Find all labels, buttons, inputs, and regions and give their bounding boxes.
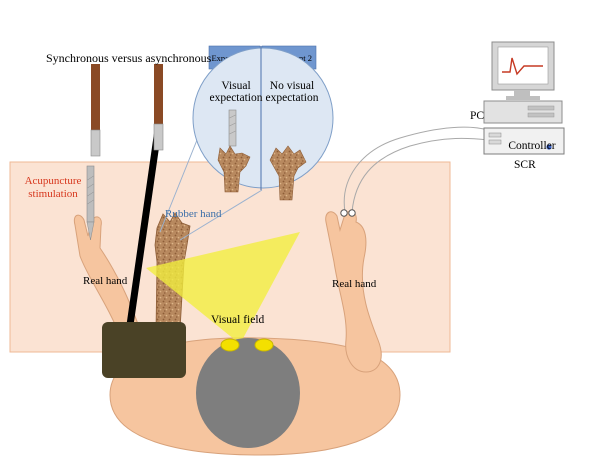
pc-tower bbox=[483, 100, 563, 124]
right-eye bbox=[254, 338, 274, 352]
scr-electrode-1 bbox=[340, 209, 348, 217]
controller-label: Controller bbox=[508, 140, 555, 152]
brush-pole bbox=[126, 129, 162, 326]
bubble-rubber-hand-2 bbox=[269, 145, 307, 201]
scr-label: SCR bbox=[514, 159, 536, 171]
left-eye bbox=[220, 338, 240, 352]
rubber-hand-label: Rubber hand bbox=[165, 208, 222, 220]
visual-field-label: Visual field bbox=[211, 314, 265, 326]
pc-monitor bbox=[491, 41, 555, 100]
sync-title: Synchronous versus asynchronous bbox=[46, 51, 212, 65]
real-hand-right-label: Real hand bbox=[332, 278, 377, 290]
expectation-bubble bbox=[192, 47, 334, 189]
brush-right bbox=[153, 64, 164, 151]
bubble-rubber-hand-1 bbox=[217, 145, 251, 193]
bubble-needle bbox=[228, 109, 237, 147]
head bbox=[196, 338, 300, 448]
brush-left bbox=[90, 64, 101, 157]
scr-electrode-2 bbox=[348, 209, 356, 217]
pc-label: PC bbox=[470, 110, 484, 122]
callout-line-1 bbox=[159, 139, 198, 233]
real-hand-left-label: Real hand bbox=[83, 275, 128, 287]
cover-box bbox=[102, 322, 186, 378]
visual-field bbox=[146, 232, 300, 344]
controller-box bbox=[483, 127, 565, 155]
real-hand-left bbox=[73, 214, 141, 337]
scr-wire-2 bbox=[351, 137, 489, 213]
scr-wire-1 bbox=[343, 126, 489, 213]
callout-line-2 bbox=[179, 189, 263, 241]
